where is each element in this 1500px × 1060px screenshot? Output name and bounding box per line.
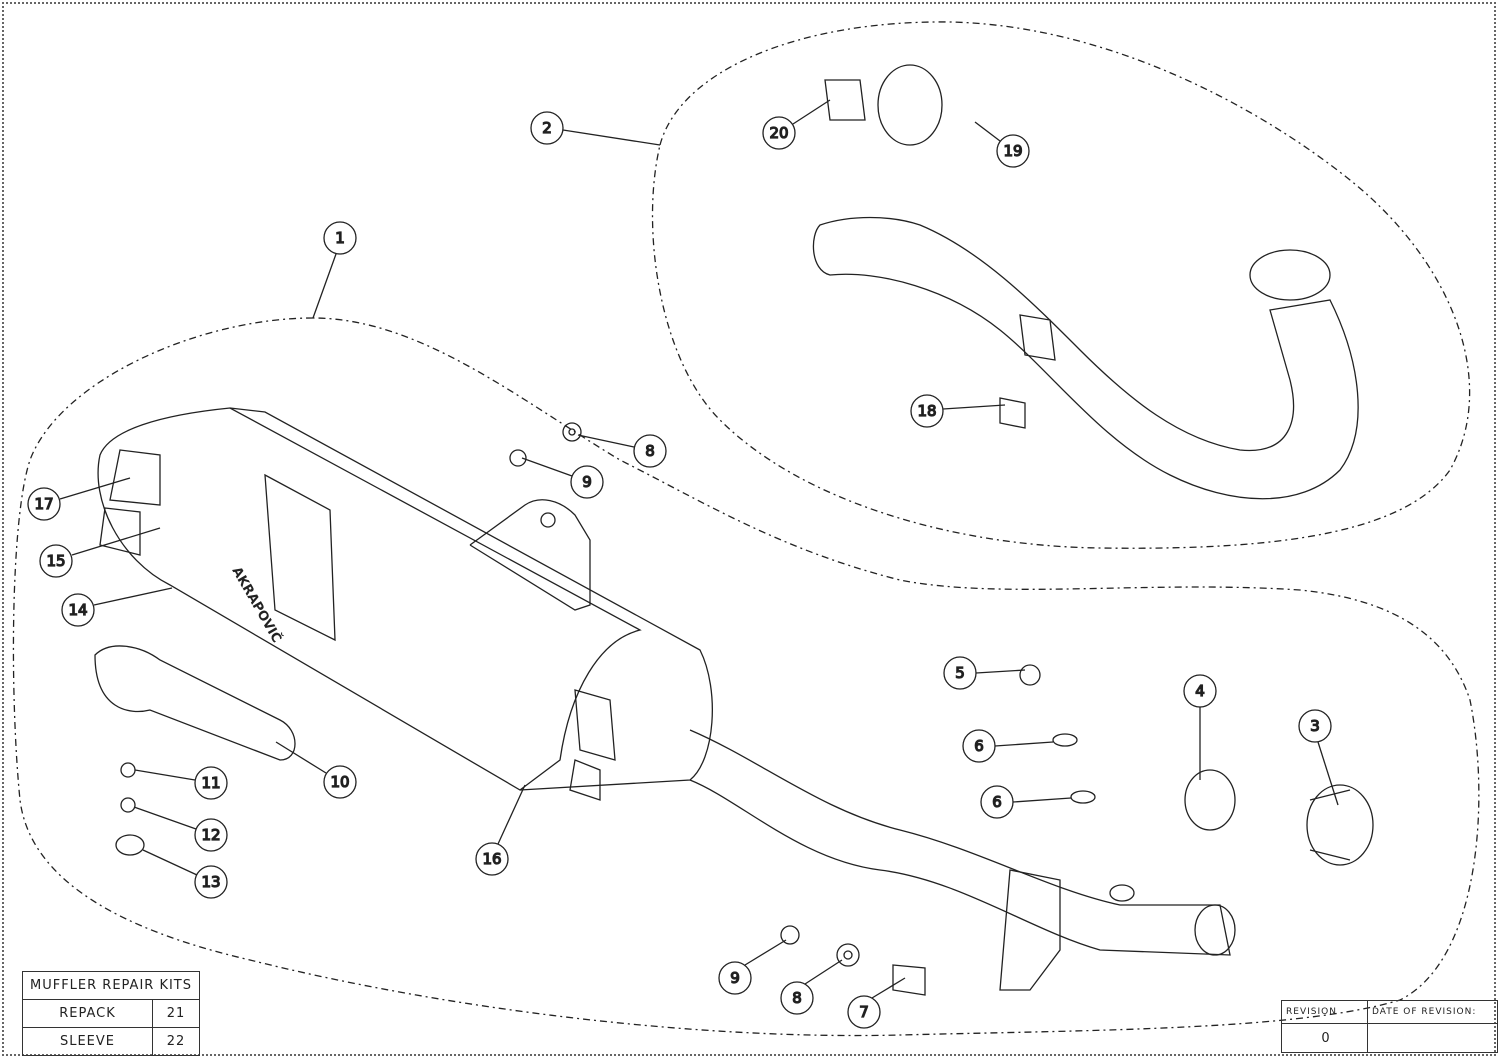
svg-text:2: 2	[542, 119, 552, 137]
svg-text:15: 15	[46, 552, 65, 570]
callout-11: 11	[134, 766, 228, 800]
callout-13: 13	[142, 849, 228, 899]
callout-6b: 6	[980, 785, 1072, 819]
svg-text:6: 6	[974, 737, 984, 755]
callout-19: 19	[974, 121, 1030, 168]
svg-text:14: 14	[68, 601, 87, 619]
callout-17: 17	[27, 477, 131, 521]
callout-12: 12	[133, 806, 228, 852]
kit-number: 22	[151, 1027, 201, 1056]
callout-5: 5	[943, 656, 1026, 690]
revision-label: REVISION	[1281, 1000, 1368, 1024]
svg-text:12: 12	[201, 826, 220, 844]
svg-text:7: 7	[859, 1003, 869, 1021]
callout-8a: 8	[577, 434, 667, 468]
svg-text:13: 13	[201, 873, 220, 891]
link-pipe	[689, 729, 1236, 991]
callout-9b: 9	[718, 939, 787, 995]
revision-value: 0	[1281, 1023, 1368, 1053]
callout-20: 20	[762, 99, 831, 150]
svg-text:11: 11	[201, 774, 220, 792]
callout-10: 10	[275, 741, 357, 799]
muffler: AKRAPOVIČ	[97, 407, 713, 801]
callout-8b: 8	[780, 959, 843, 1015]
svg-text:16: 16	[482, 850, 501, 868]
svg-text:5: 5	[955, 664, 965, 682]
svg-text:9: 9	[730, 969, 740, 987]
group-outline-2	[651, 21, 1471, 549]
callout-15: 15	[39, 527, 161, 578]
callout-1: 1	[312, 221, 357, 319]
rear-pipe	[94, 645, 296, 761]
logo-plate	[264, 473, 336, 642]
svg-text:20: 20	[769, 124, 788, 142]
svg-text:19: 19	[1003, 142, 1022, 160]
kit-number: 21	[151, 999, 201, 1028]
header-pipe	[812, 216, 1359, 500]
callout-9a: 9	[521, 457, 604, 499]
date-of-revision-value	[1367, 1023, 1498, 1053]
svg-text:6: 6	[992, 793, 1002, 811]
callout-2: 2	[530, 111, 661, 146]
kit-name: REPACK	[22, 999, 153, 1028]
svg-text:10: 10	[330, 773, 349, 791]
svg-text:18: 18	[917, 402, 936, 420]
callout-18: 18	[910, 394, 1006, 428]
svg-text:8: 8	[792, 989, 802, 1007]
group-outline-1	[12, 317, 1480, 1037]
callout-3: 3	[1298, 709, 1339, 806]
callouts: 1 2 3 4 5 6 6 7 8 8 9 9 10 11 12 13 14 1…	[27, 99, 1339, 1029]
svg-text:9: 9	[582, 473, 592, 491]
date-of-revision-label: DATE OF REVISION:	[1367, 1000, 1498, 1024]
svg-text:17: 17	[34, 495, 53, 513]
svg-text:3: 3	[1310, 717, 1320, 735]
logo-text: AKRAPOVIČ	[229, 564, 285, 646]
callout-7: 7	[847, 977, 906, 1029]
svg-text:1: 1	[335, 229, 345, 247]
svg-text:8: 8	[645, 442, 655, 460]
kit-name: SLEEVE	[22, 1027, 153, 1056]
mounting-bracket	[469, 499, 591, 611]
kits-title: MUFFLER REPAIR KITS	[22, 971, 200, 1000]
callout-16: 16	[475, 784, 526, 876]
callout-4: 4	[1183, 674, 1217, 780]
svg-text:4: 4	[1195, 682, 1205, 700]
callout-14: 14	[61, 587, 173, 627]
small-parts	[115, 64, 1374, 996]
callout-6a: 6	[962, 729, 1054, 763]
